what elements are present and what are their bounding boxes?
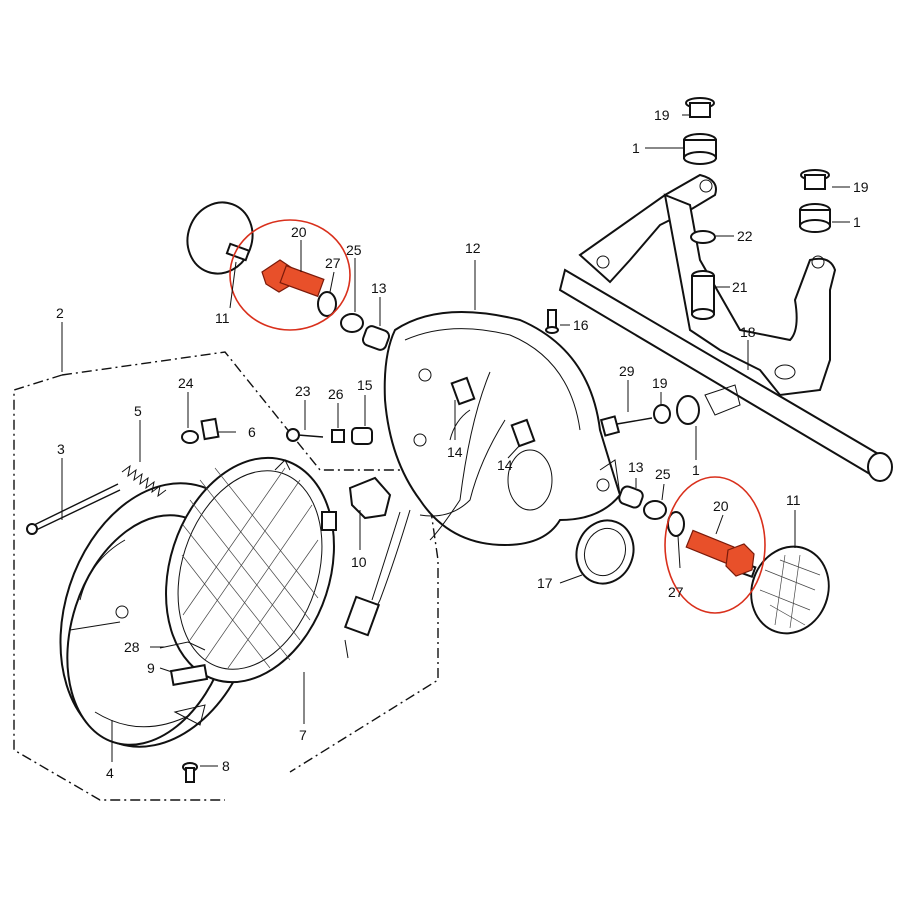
- label-15: 15: [357, 377, 373, 393]
- label-25b: 25: [655, 466, 671, 482]
- label-9: 9: [147, 660, 155, 676]
- spring-28: [159, 641, 206, 651]
- label-20b: 20: [713, 498, 729, 514]
- label-10: 10: [351, 554, 367, 570]
- label-14a: 14: [447, 444, 463, 460]
- wiring-harness: [343, 371, 506, 659]
- label-23: 23: [295, 383, 311, 399]
- label-8: 8: [222, 758, 230, 774]
- highlighted-bolt-20-left: [261, 259, 325, 298]
- rubber-grommet-1a: [683, 133, 717, 165]
- collar-13a: [361, 325, 391, 351]
- label-6: 6: [248, 424, 256, 440]
- label-26: 26: [328, 386, 344, 402]
- label-3: 3: [57, 441, 65, 457]
- label-2: 2: [56, 305, 64, 321]
- label-5: 5: [134, 403, 142, 419]
- label-19b: 19: [853, 179, 869, 195]
- washer-25b: [643, 500, 667, 520]
- highlight-circle-right: [664, 476, 766, 614]
- socket-14a: [450, 376, 476, 406]
- headlight-bracket: [558, 173, 893, 482]
- label-17: 17: [537, 575, 553, 591]
- reflector-left: [186, 201, 254, 275]
- label-29: 29: [619, 363, 635, 379]
- rubber-grommet-1b: [799, 203, 831, 233]
- collar-19a: [685, 97, 715, 118]
- washer-19c: [653, 404, 671, 424]
- collar-19b: [800, 169, 830, 190]
- label-28: 28: [124, 639, 140, 655]
- label-11a: 11: [215, 310, 230, 326]
- nut-6: [200, 417, 220, 441]
- grommet-17: [575, 519, 635, 585]
- collar-15: [351, 427, 373, 445]
- washer-22: [690, 230, 716, 244]
- label-1c: 1: [692, 462, 700, 478]
- bulb-socket-10: [348, 476, 392, 520]
- washer-27a: [317, 291, 337, 317]
- label-22: 22: [737, 228, 753, 244]
- nut-26: [331, 429, 345, 443]
- spring: [121, 464, 167, 498]
- washer-25a: [340, 313, 364, 333]
- label-19c: 19: [652, 375, 668, 391]
- label-21: 21: [732, 279, 748, 295]
- spacer-21: [691, 270, 715, 320]
- label-4: 4: [106, 765, 114, 781]
- part-labels: 19 1 19 1 22 21 18 16 12 20 25 27 13 11 …: [56, 107, 869, 781]
- reflector-right: [739, 545, 830, 635]
- screw-16: [545, 309, 559, 334]
- label-13b: 13: [628, 459, 644, 475]
- adjusting-screw: [26, 483, 121, 535]
- sealed-beam-unit: [165, 456, 337, 684]
- label-7: 7: [299, 727, 307, 743]
- label-1a: 1: [632, 140, 640, 156]
- collar-13b: [618, 485, 644, 509]
- headlight-case: [383, 311, 622, 547]
- label-24: 24: [178, 375, 194, 391]
- grommet-1c: [676, 395, 700, 425]
- label-16: 16: [573, 317, 589, 333]
- label-12: 12: [465, 240, 481, 256]
- label-11b: 11: [786, 492, 801, 508]
- label-1b: 1: [853, 214, 861, 230]
- label-27b: 27: [668, 584, 684, 600]
- highlight-circle-left: [229, 219, 351, 331]
- label-14b: 14: [497, 457, 513, 473]
- screw-8: [182, 762, 198, 783]
- highlighted-bolt-20-right: [685, 529, 755, 577]
- bolt-29: [599, 415, 653, 437]
- socket-14b: [510, 418, 536, 448]
- washer-24: [181, 430, 199, 444]
- label-19a: 19: [654, 107, 670, 123]
- label-27a: 27: [325, 255, 341, 271]
- label-13a: 13: [371, 280, 387, 296]
- label-20a: 20: [291, 224, 307, 240]
- screw-23: [286, 428, 324, 442]
- label-18: 18: [740, 324, 756, 340]
- clip-9: [169, 663, 209, 687]
- label-25a: 25: [346, 242, 362, 258]
- leader-lines: [61, 114, 850, 767]
